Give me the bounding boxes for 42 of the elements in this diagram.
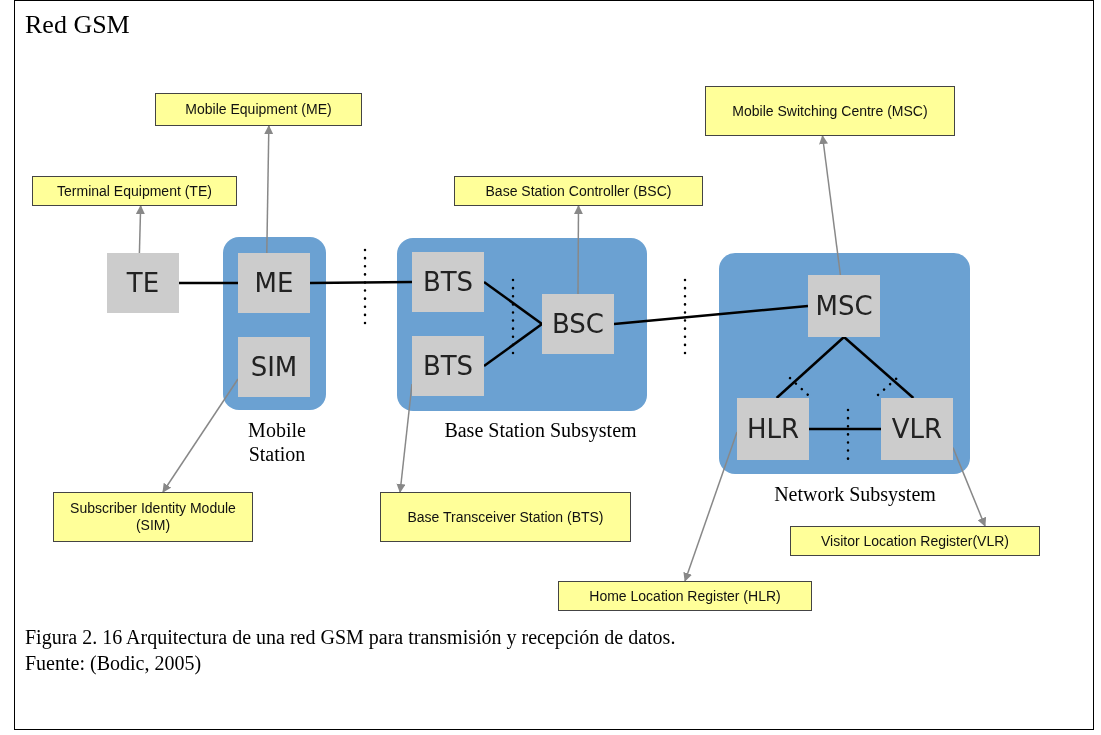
group-label: Base Station Subsystem [443,418,638,442]
connection-line [775,336,845,399]
caption: Figura 2. 16 Arquitectura de una red GSM para transmisión y recepción de datos. [25,626,676,649]
network-element-box: BSC [542,294,614,354]
callout-label: Visitor Location Register(VLR) [790,526,1040,556]
callout-label: Base Transceiver Station (BTS) [380,492,631,542]
network-element-box: MSC [808,275,880,337]
network-element-box: VLR [881,398,953,460]
title: Red GSM [25,10,130,40]
leader-arrow [162,378,239,493]
source-note: Fuente: (Bodic, 2005) [25,652,202,675]
network-element-box: TE [107,253,179,313]
group-label: Mobile Station [247,418,307,466]
callout-label: Terminal Equipment (TE) [32,176,237,206]
callout-label: Home Location Register (HLR) [558,581,812,611]
leader-arrow [952,446,987,527]
callout-label: Mobile Equipment (ME) [155,93,362,126]
callout-label: Mobile Switching Centre (MSC) [705,86,955,136]
group-label: Network Subsystem [773,482,937,506]
connection-line [310,280,412,285]
network-element-box: BTS [412,252,484,312]
subsystem-panel [223,237,326,410]
connection-line [613,304,809,326]
network-element-box: HLR [737,398,809,460]
leader-arrow [819,135,842,276]
leader-arrow [396,383,413,493]
callout-label: Subscriber Identity Module (SIM) [53,492,253,542]
leader-arrow [573,205,583,295]
callout-label: Base Station Controller (BSC) [454,176,703,206]
subsystem-panel [719,253,970,474]
connection-line [843,336,915,399]
network-element-box: BTS [412,336,484,396]
leader-arrow [264,125,274,254]
connection-line [179,281,238,285]
leader-arrow [135,205,145,254]
connection-line [809,427,881,431]
network-element-box: ME [238,253,310,313]
network-element-box: SIM [238,337,310,397]
subsystem-panel [397,238,647,411]
connection-line [483,323,543,367]
connection-line [483,281,543,325]
leader-arrow [683,431,738,582]
